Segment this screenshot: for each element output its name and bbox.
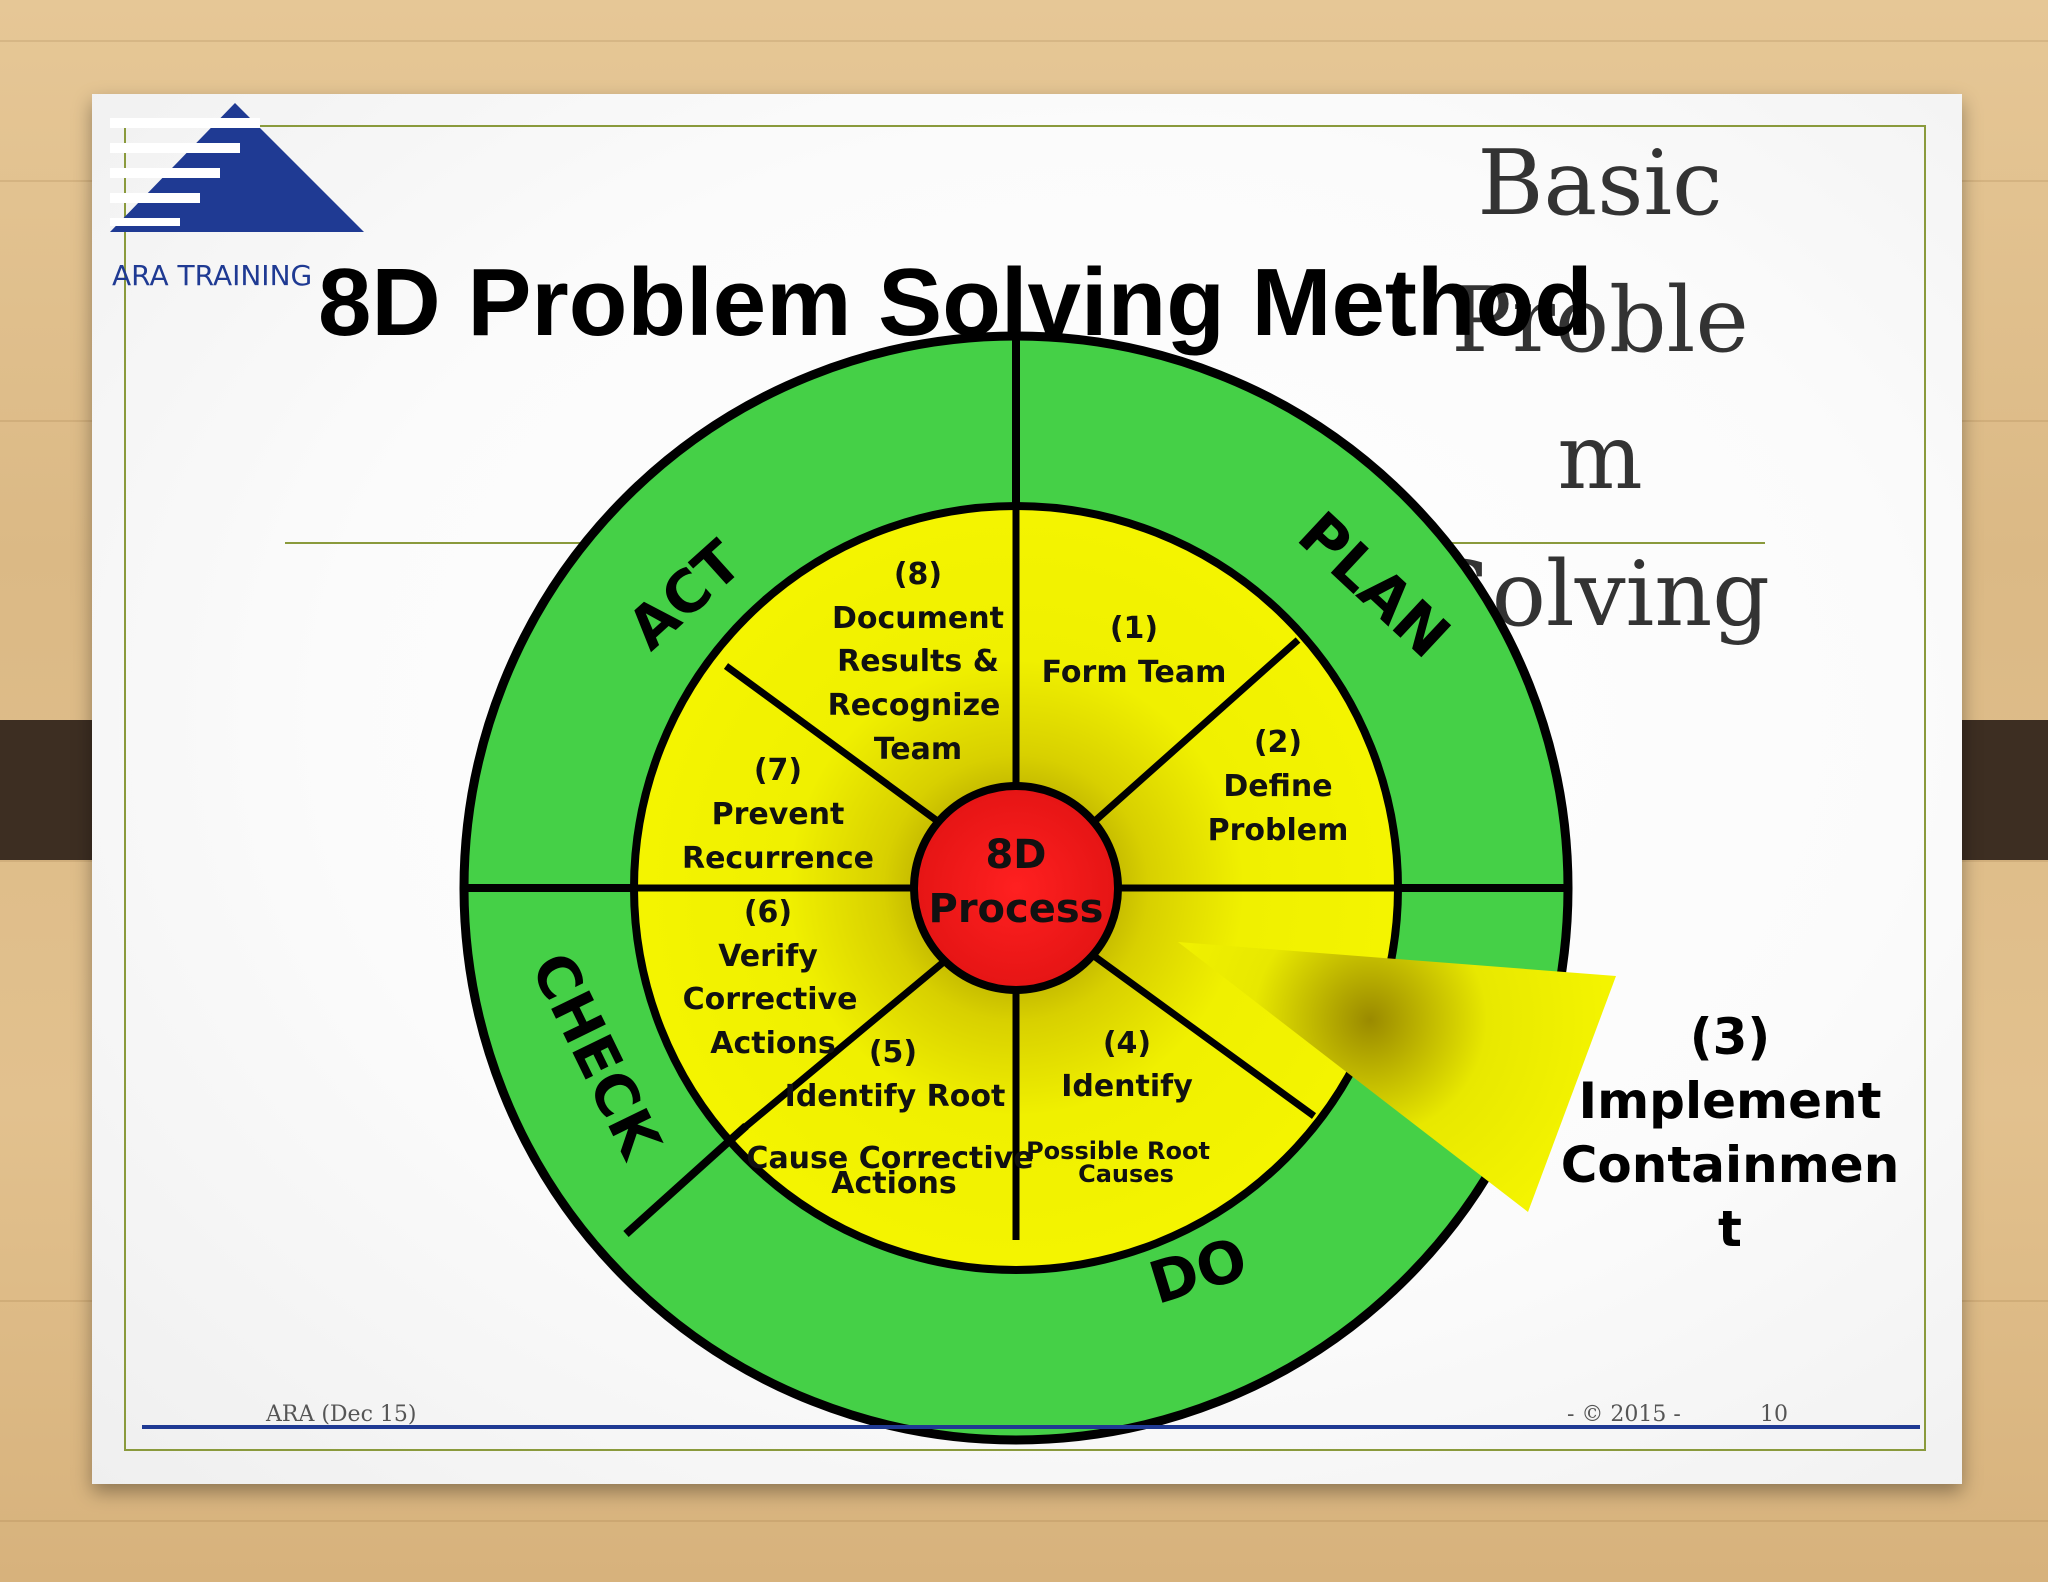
step-4-line: Possible Root xyxy=(1026,1137,1210,1165)
step-8-line: Team xyxy=(874,732,962,767)
step-6-line: Verify xyxy=(718,939,818,974)
step-3-line: Containmen xyxy=(1560,1136,1900,1194)
step-7-line: Prevent xyxy=(712,797,845,832)
step-3-line: t xyxy=(1718,1200,1742,1258)
slide-title: 8D Problem Solving Method xyxy=(318,249,1593,356)
center-circle xyxy=(910,782,1122,994)
step-7-line: (7) xyxy=(754,753,802,788)
step-5-label: (5) Identify Root Cause Corrective Actio… xyxy=(746,1035,1033,1201)
step-6-line: (6) xyxy=(744,895,792,930)
step-8-line: Document xyxy=(832,601,1004,636)
spoke-lower-right xyxy=(1091,953,1317,1119)
step-6-line: Corrective xyxy=(683,982,858,1017)
logo-text: ARA TRAINING xyxy=(112,259,313,292)
footer-copyright: - © 2015 - xyxy=(1567,1402,1681,1427)
step-2-line: (2) xyxy=(1254,725,1302,760)
footer-line xyxy=(142,1425,1920,1429)
step-2-line: Problem xyxy=(1208,813,1349,848)
page-number: 10 xyxy=(1760,1402,1788,1427)
step-1-line: Form Team xyxy=(1042,655,1227,690)
step-8-label: (8) Document Results & Recognize Team xyxy=(828,557,1004,767)
step-1-label: (1) Form Team xyxy=(1042,611,1227,690)
step-3-callout: (3) Implement Containmen t xyxy=(1560,1005,1900,1261)
step-8-line: Recognize xyxy=(828,688,1001,723)
step-7-label: (7) Prevent Recurrence xyxy=(682,753,874,876)
step-3-line: Implement xyxy=(1578,1072,1882,1130)
step-5-line: (5) xyxy=(869,1035,917,1070)
step-2-label: (2) Define Problem xyxy=(1208,725,1349,848)
step-5-line: Cause Corrective xyxy=(746,1141,1033,1176)
spoke-upper-left xyxy=(723,663,939,823)
step-3-line: (3) xyxy=(1689,1008,1771,1066)
spoke-upper-right xyxy=(1093,637,1301,823)
step-8-line: (8) xyxy=(894,557,942,592)
step-4-line: (4) xyxy=(1103,1026,1151,1061)
step-4-line: Identify xyxy=(1061,1069,1193,1104)
step-5-line: Identify Root xyxy=(785,1079,1006,1114)
footer-left: ARA (Dec 15) xyxy=(266,1402,417,1427)
ring-divider-lower-left xyxy=(623,1123,749,1237)
step-6-label: (6) Verify Corrective Actions xyxy=(683,895,858,1061)
step-8-line: Results & xyxy=(837,644,999,679)
step-7-line: Recurrence xyxy=(682,841,874,876)
spoke-lower-left xyxy=(741,957,949,1131)
step-4-line: Causes xyxy=(1078,1160,1174,1188)
step-6-line: Actions xyxy=(710,1026,835,1061)
step-5-line: Actions xyxy=(831,1166,956,1201)
step-1-line: (1) xyxy=(1110,611,1158,646)
extracted-step-3-wedge xyxy=(1178,942,1616,1212)
slide-frame xyxy=(124,125,1926,1451)
step-4-label: (4) Identify Possible Root Causes xyxy=(1026,1026,1210,1188)
center-label-line1: 8D xyxy=(985,832,1046,878)
center-label-line2: Process xyxy=(929,886,1104,932)
step-2-line: Define xyxy=(1223,769,1332,804)
